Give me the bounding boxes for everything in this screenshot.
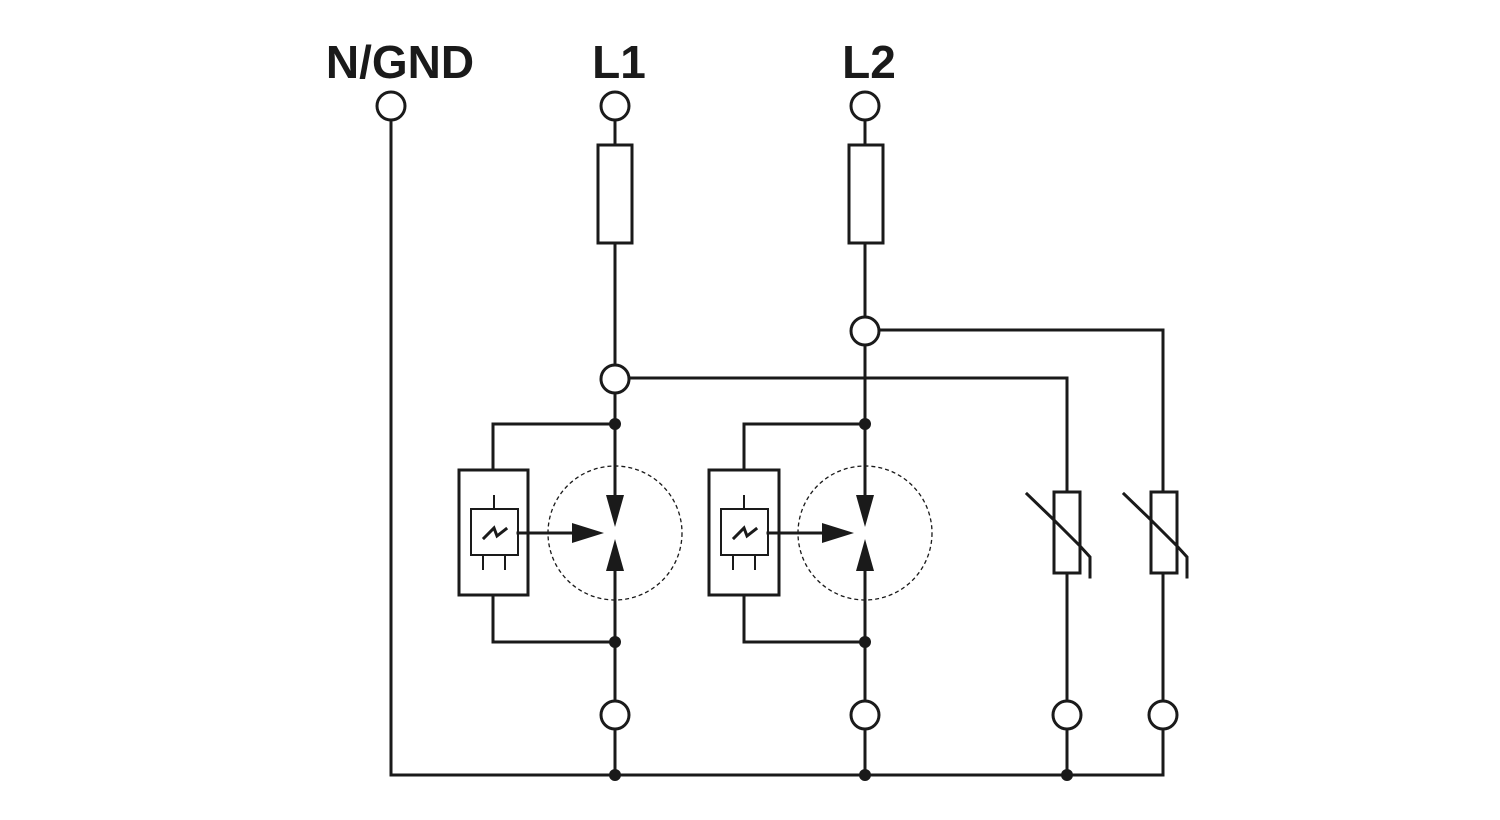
varistor-l1-ground-node-dot: [1061, 769, 1073, 781]
l2-trigger-lead-bottom: [732, 555, 756, 570]
l2-input-terminal: [849, 90, 881, 122]
varistor-l1-terminal: [1051, 699, 1083, 731]
terminal-label-ngnd: N/GND: [326, 36, 474, 88]
l2-spark-gap-enclosure: [797, 465, 933, 601]
terminal-label-l1: L1: [592, 36, 646, 88]
varistor-l2: [1121, 490, 1189, 777]
ngnd-terminal: [375, 90, 407, 122]
l2-fuse: [847, 143, 885, 245]
lightning-icon: [481, 525, 509, 541]
ngnd-conductor: [389, 118, 1165, 777]
l1-node-dot-upper: [609, 418, 621, 430]
l2-trigger-arrowhead: [822, 523, 854, 543]
terminal-label-l2: L2: [842, 36, 896, 88]
l1-varistor-tap: [627, 376, 1069, 494]
l2-output-terminal: [849, 699, 881, 731]
l2-branch: [707, 90, 1165, 781]
l1-fuse: [596, 143, 634, 245]
varistor-l1: [1024, 490, 1092, 781]
l1-junction-terminal: [599, 363, 631, 395]
l1-spark-gap-lower-electrode: [606, 539, 624, 571]
l2-varistor-tap: [877, 328, 1165, 494]
l1-trigger-loop-top: [491, 422, 617, 472]
l1-output-terminal: [599, 699, 631, 731]
varistor-l1-diagonal: [1024, 491, 1092, 579]
l2-junction-terminal: [849, 315, 881, 347]
l2-spark-gap-lower-electrode: [856, 539, 874, 571]
varistor-l2-terminal: [1147, 699, 1179, 731]
lightning-icon: [731, 525, 759, 541]
l2-trigger-loop-bottom: [742, 593, 867, 644]
l1-trigger-loop-bottom: [491, 593, 617, 644]
l1-trigger-lead-bottom: [482, 555, 506, 570]
l1-spark-gap-enclosure: [547, 465, 683, 601]
l1-trigger-arrowhead: [572, 523, 604, 543]
l2-node-dot-lower: [859, 636, 871, 648]
l1-input-terminal: [599, 90, 631, 122]
varistor-l2-diagonal: [1121, 491, 1189, 579]
l1-branch: [457, 90, 1069, 781]
l1-node-dot-lower: [609, 636, 621, 648]
l2-ground-node-dot: [859, 769, 871, 781]
l1-ground-node-dot: [609, 769, 621, 781]
l2-spark-gap-upper-electrode: [856, 495, 874, 527]
l1-spark-gap-upper-electrode: [606, 495, 624, 527]
l2-node-dot-upper: [859, 418, 871, 430]
l2-trigger-loop-top: [742, 422, 867, 472]
